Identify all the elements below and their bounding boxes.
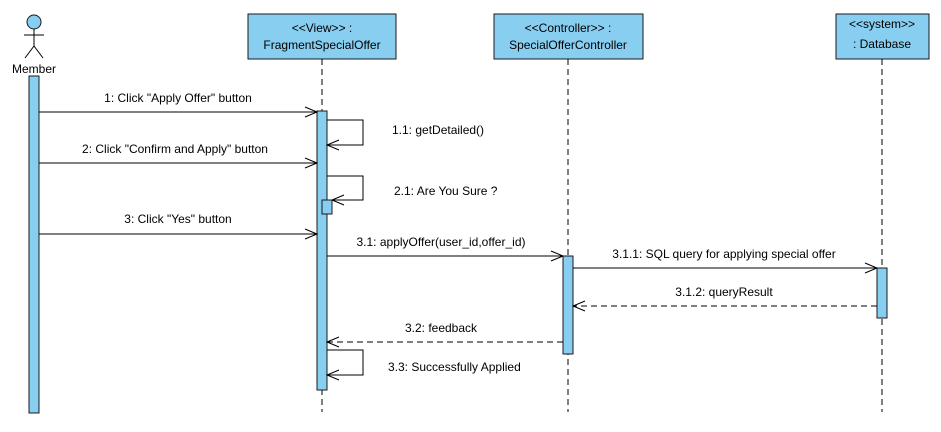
- controller-header-box: [493, 13, 644, 60]
- message-1-1-label: 1.1: getDetailed(): [392, 123, 484, 137]
- message-1-label: 1: Click "Apply Offer" button: [104, 91, 252, 105]
- message-3-1-2-label: 3.1.2: queryResult: [675, 285, 773, 299]
- message-1-1: 1.1: getDetailed(): [327, 119, 484, 145]
- message-3-3: 3.3: Successfully Applied: [327, 349, 521, 375]
- message-3-label: 3: Click "Yes" button: [124, 212, 231, 226]
- message-2-1-label: 2.1: Are You Sure ?: [394, 184, 498, 198]
- database-stereotype: <<system>>: [849, 17, 915, 31]
- lifeline-controller: <<Controller>> : SpecialOfferController: [493, 13, 644, 412]
- message-1-1-arrow: [327, 119, 364, 145]
- controller-name: SpecialOfferController: [509, 38, 627, 52]
- message-3-2: 3.2: feedback: [327, 321, 563, 342]
- view-header-box: [247, 13, 397, 60]
- message-3-2-label: 3.2: feedback: [405, 321, 478, 335]
- view-name: FragmentSpecialOffer: [263, 38, 380, 52]
- view-nested-activation-bar: [321, 199, 333, 215]
- actor-label: Member: [12, 62, 56, 76]
- message-3: 3: Click "Yes" button: [39, 212, 317, 234]
- view-stereotype: <<View>> :: [292, 21, 353, 35]
- controller-stereotype: <<Controller>> :: [525, 21, 612, 35]
- message-3-1-1-label: 3.1.1: SQL query for applying special of…: [612, 247, 835, 261]
- message-2-1: 2.1: Are You Sure ?: [327, 175, 498, 200]
- database-header-box: [835, 13, 930, 60]
- message-1: 1: Click "Apply Offer" button: [39, 91, 317, 112]
- message-3-3-arrow: [327, 349, 364, 375]
- message-3-1: 3.1: applyOffer(user_id,offer_id): [327, 235, 563, 256]
- actor-member: Member: [12, 14, 56, 76]
- member-activation-bar: [28, 75, 40, 414]
- message-3-3-label: 3.3: Successfully Applied: [388, 360, 521, 374]
- message-2-label: 2: Click "Confirm and Apply" button: [82, 142, 268, 156]
- message-2: 2: Click "Confirm and Apply" button: [39, 142, 317, 163]
- message-3-1-2: 3.1.2: queryResult: [573, 285, 877, 306]
- database-activation-bar: [876, 267, 888, 319]
- view-activation-bar: [316, 110, 328, 391]
- lifeline-database: <<system>> : Database: [835, 13, 930, 412]
- actor-head-icon: [26, 14, 42, 30]
- database-name: : Database: [853, 37, 911, 51]
- message-3-1-1: 3.1.1: SQL query for applying special of…: [573, 247, 877, 268]
- message-2-1-arrow: [327, 175, 364, 200]
- message-3-1-label: 3.1: applyOffer(user_id,offer_id): [357, 235, 526, 249]
- controller-activation-bar: [562, 255, 574, 355]
